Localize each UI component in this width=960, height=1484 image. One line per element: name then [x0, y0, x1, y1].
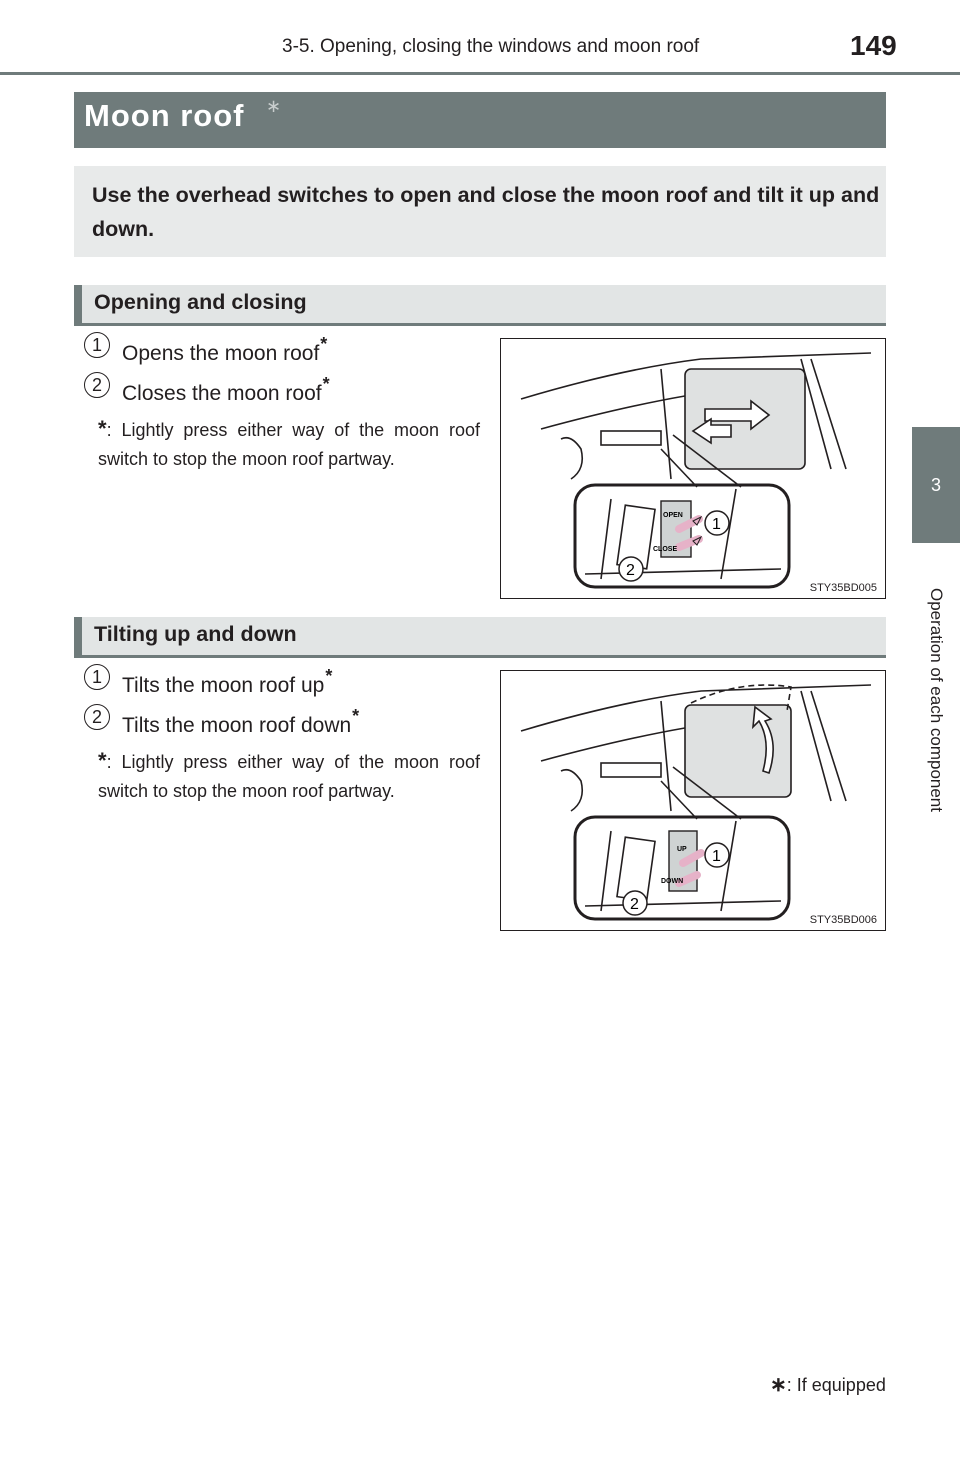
- running-header-title: 3-5. Opening, closing the windows and mo…: [282, 36, 700, 57]
- moon-roof-tilt-illustration: UP DOWN 1 2 STY35BD006: [500, 670, 886, 931]
- switch-diagram: OPEN CLOSE 1 2: [520, 352, 872, 589]
- up-switch-label: UP: [677, 846, 687, 853]
- footnote-note: *: Lightly press either way of the moon …: [98, 416, 480, 469]
- intro-box: [74, 166, 886, 257]
- step-text: Closes the moon roof*: [122, 374, 330, 405]
- moon-roof-open-close-illustration: OPEN CLOSE 1 2 STY35BD005: [500, 338, 886, 599]
- close-switch-label: CLOSE: [653, 546, 677, 553]
- section-heading-accent: [74, 617, 82, 658]
- step-number: 1: [84, 332, 110, 358]
- step-number: 2: [84, 372, 110, 398]
- header-rule: [0, 72, 960, 75]
- intro-text: Use the overhead switches to open and cl…: [92, 183, 880, 241]
- section-heading-accent: [74, 285, 82, 326]
- section-heading-bar: [74, 617, 886, 658]
- step-number: 2: [84, 704, 110, 730]
- step-text: Tilts the moon roof up*: [122, 666, 333, 697]
- down-switch-label: DOWN: [661, 878, 683, 885]
- section-heading: Tilting up and down: [94, 622, 297, 646]
- step-text: Tilts the moon roof down*: [122, 706, 360, 737]
- open-switch-label: OPEN: [663, 512, 683, 519]
- chapter-label: Operation of each component: [927, 588, 946, 812]
- callout-1: 1: [712, 848, 721, 865]
- footnote-note: *: Lightly press either way of the moon …: [98, 748, 480, 801]
- chapter-tab: 3: [912, 427, 960, 543]
- figure-code: STY35BD006: [809, 914, 877, 926]
- step-number: 1: [84, 664, 110, 690]
- callout-2: 2: [630, 896, 639, 913]
- page-title: Moon roof: [84, 98, 245, 133]
- section-heading: Opening and closing: [94, 290, 307, 314]
- page-footnote: ∗: If equipped: [770, 1374, 886, 1396]
- section-heading-bar: [74, 285, 886, 326]
- title-band: [74, 92, 886, 148]
- equipped-mark: ∗: [266, 96, 282, 116]
- switch-diagram: UP DOWN 1 2: [520, 684, 872, 921]
- figure-code: STY35BD005: [809, 582, 877, 594]
- page-number: 149: [850, 30, 897, 61]
- callout-1: 1: [712, 516, 721, 533]
- callout-2: 2: [626, 562, 635, 579]
- step-text: Opens the moon roof*: [122, 334, 328, 365]
